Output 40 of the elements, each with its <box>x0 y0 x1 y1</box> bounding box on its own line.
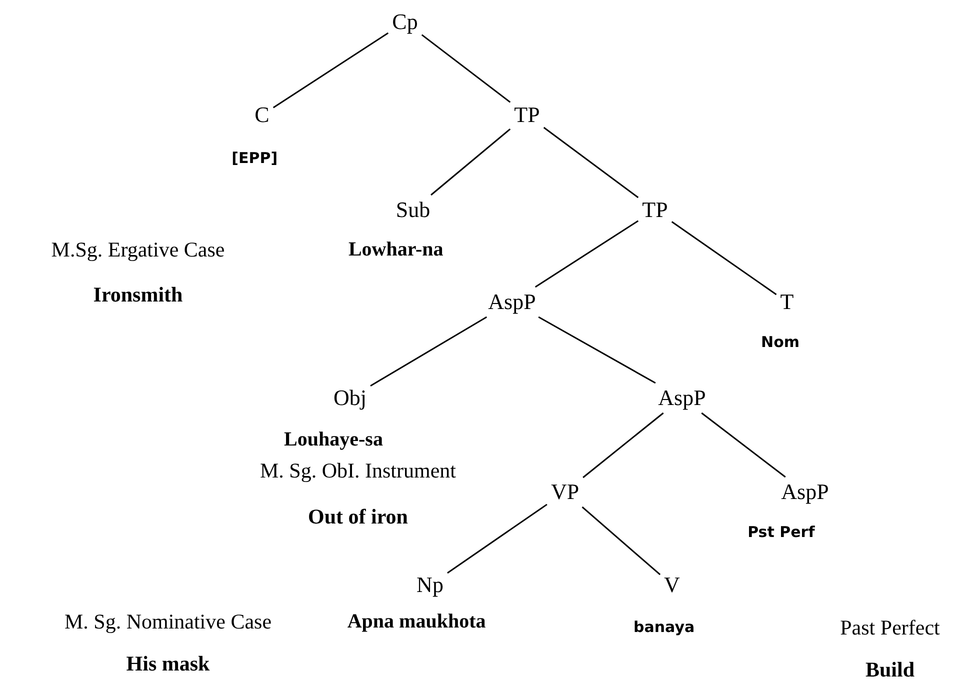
tree-branch <box>543 126 639 198</box>
tree-node-label: AspP <box>488 289 536 315</box>
tree-branch <box>582 506 661 576</box>
tree-node-label: V <box>664 572 680 598</box>
gloss-label: His mask <box>126 652 210 676</box>
tree-branch <box>447 504 548 574</box>
tree-branch <box>701 412 786 478</box>
annotation-label: M. Sg. Nominative Case <box>64 610 272 634</box>
tree-node-label: Cp <box>392 9 418 35</box>
tree-branch <box>534 220 639 288</box>
tree-node-label: C <box>254 102 270 128</box>
tree-node-label: TP <box>514 102 540 128</box>
tree-node-label: VP <box>550 479 580 505</box>
tree-branch <box>430 128 511 196</box>
tree-node-label: TP <box>642 197 668 223</box>
gloss-label: Out of iron <box>308 504 408 530</box>
tree-branch <box>272 32 389 108</box>
annotation-label: Past Perfect <box>840 616 940 640</box>
tree-node-label: T <box>780 289 794 315</box>
tree-branch <box>370 316 488 386</box>
gloss-label: Apna maukhota <box>347 610 486 634</box>
tree-node-label: Sub <box>396 197 430 223</box>
gloss-label: Build <box>865 658 915 679</box>
gloss-label: [EPP] <box>232 149 278 167</box>
gloss-label: Louhaye-sa <box>284 428 383 452</box>
gloss-label: banaya <box>634 618 695 636</box>
annotation-label: M. Sg. ObI. Instrument <box>260 458 456 484</box>
gloss-label: Ironsmith <box>93 282 183 308</box>
tree-node-label: Obj <box>334 385 366 411</box>
gloss-label: Lowhar-na <box>348 238 444 262</box>
tree-branch <box>582 412 664 478</box>
gloss-label: Nom <box>761 333 800 351</box>
tree-node-label: AspP <box>658 385 706 411</box>
tree-node-label: AspP <box>781 479 829 505</box>
tree-branch <box>538 316 656 384</box>
annotation-label: M.Sg. Ergative Case <box>51 238 225 262</box>
tree-branch <box>671 221 777 296</box>
tree-branch <box>421 34 511 103</box>
tree-node-label: Np <box>416 572 444 598</box>
gloss-label: Pst Perf <box>748 523 815 541</box>
